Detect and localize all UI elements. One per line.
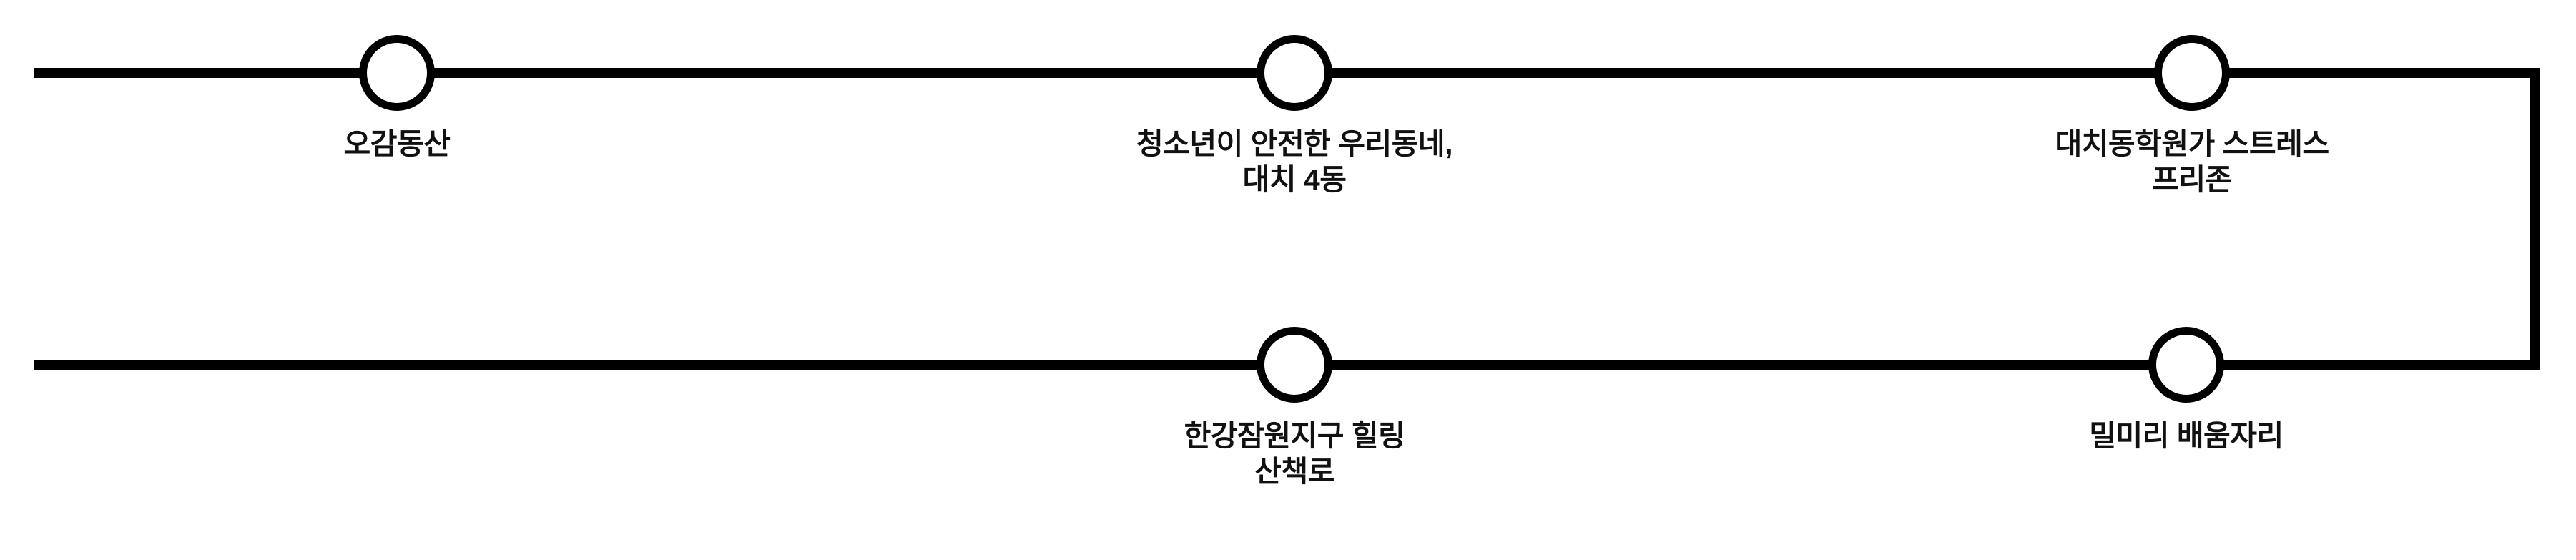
timeline-node-1-label: 오감동산 (343, 127, 451, 160)
timeline-node-4[interactable] (1257, 327, 1332, 403)
timeline-node-3[interactable] (2154, 35, 2230, 111)
timeline-node-1[interactable] (359, 35, 435, 111)
timeline-node-5-label: 밀미리 배움자리 (2089, 419, 2284, 452)
timeline-node-2-label: 청소년이 안전한 우리동네, 대치 4동 (1136, 127, 1453, 197)
timeline-node-5[interactable] (2148, 327, 2224, 403)
timeline-node-4-label: 한강잠원지구 힐링 산책로 (1184, 419, 1405, 488)
timeline-node-3-label: 대치동학원가 스트레스 프리존 (2055, 127, 2329, 197)
timeline-node-2[interactable] (1257, 35, 1332, 111)
